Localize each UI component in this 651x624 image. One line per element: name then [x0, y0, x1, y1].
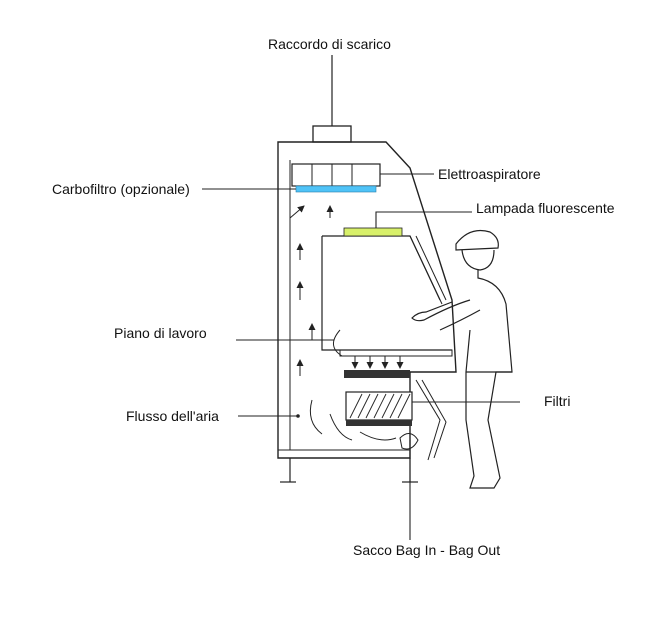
label-carbon-filter: Carbofiltro (opzionale)	[52, 181, 190, 197]
carbon-filter-strip	[295, 185, 377, 193]
label-fluorescent-lamp: Lampada fluorescente	[476, 200, 615, 216]
operator-figure	[411, 229, 513, 489]
fan-housing	[291, 163, 381, 187]
label-exhaust-fitting: Raccordo di scarico	[268, 36, 391, 52]
work-chamber	[321, 235, 452, 351]
prefilter-bar	[344, 370, 410, 378]
work-surface-plate	[339, 349, 453, 357]
label-work-surface: Piano di lavoro	[114, 325, 207, 341]
bag-duct	[415, 379, 447, 461]
label-bag-in-bag-out: Sacco Bag In - Bag Out	[353, 542, 501, 558]
exhaust-fitting	[312, 125, 352, 143]
lamp-leader	[375, 211, 472, 228]
cabinet-body	[277, 141, 457, 459]
fluorescent-lamp	[343, 227, 403, 237]
front-sash	[409, 235, 443, 305]
label-electric-fan: Elettroaspiratore	[438, 166, 541, 182]
filter-base-bar	[346, 420, 412, 426]
bag-in-bag-out-sack	[399, 433, 419, 450]
label-filters: Filtri	[544, 393, 571, 409]
label-air-flow: Flusso dell'aria	[126, 408, 219, 424]
